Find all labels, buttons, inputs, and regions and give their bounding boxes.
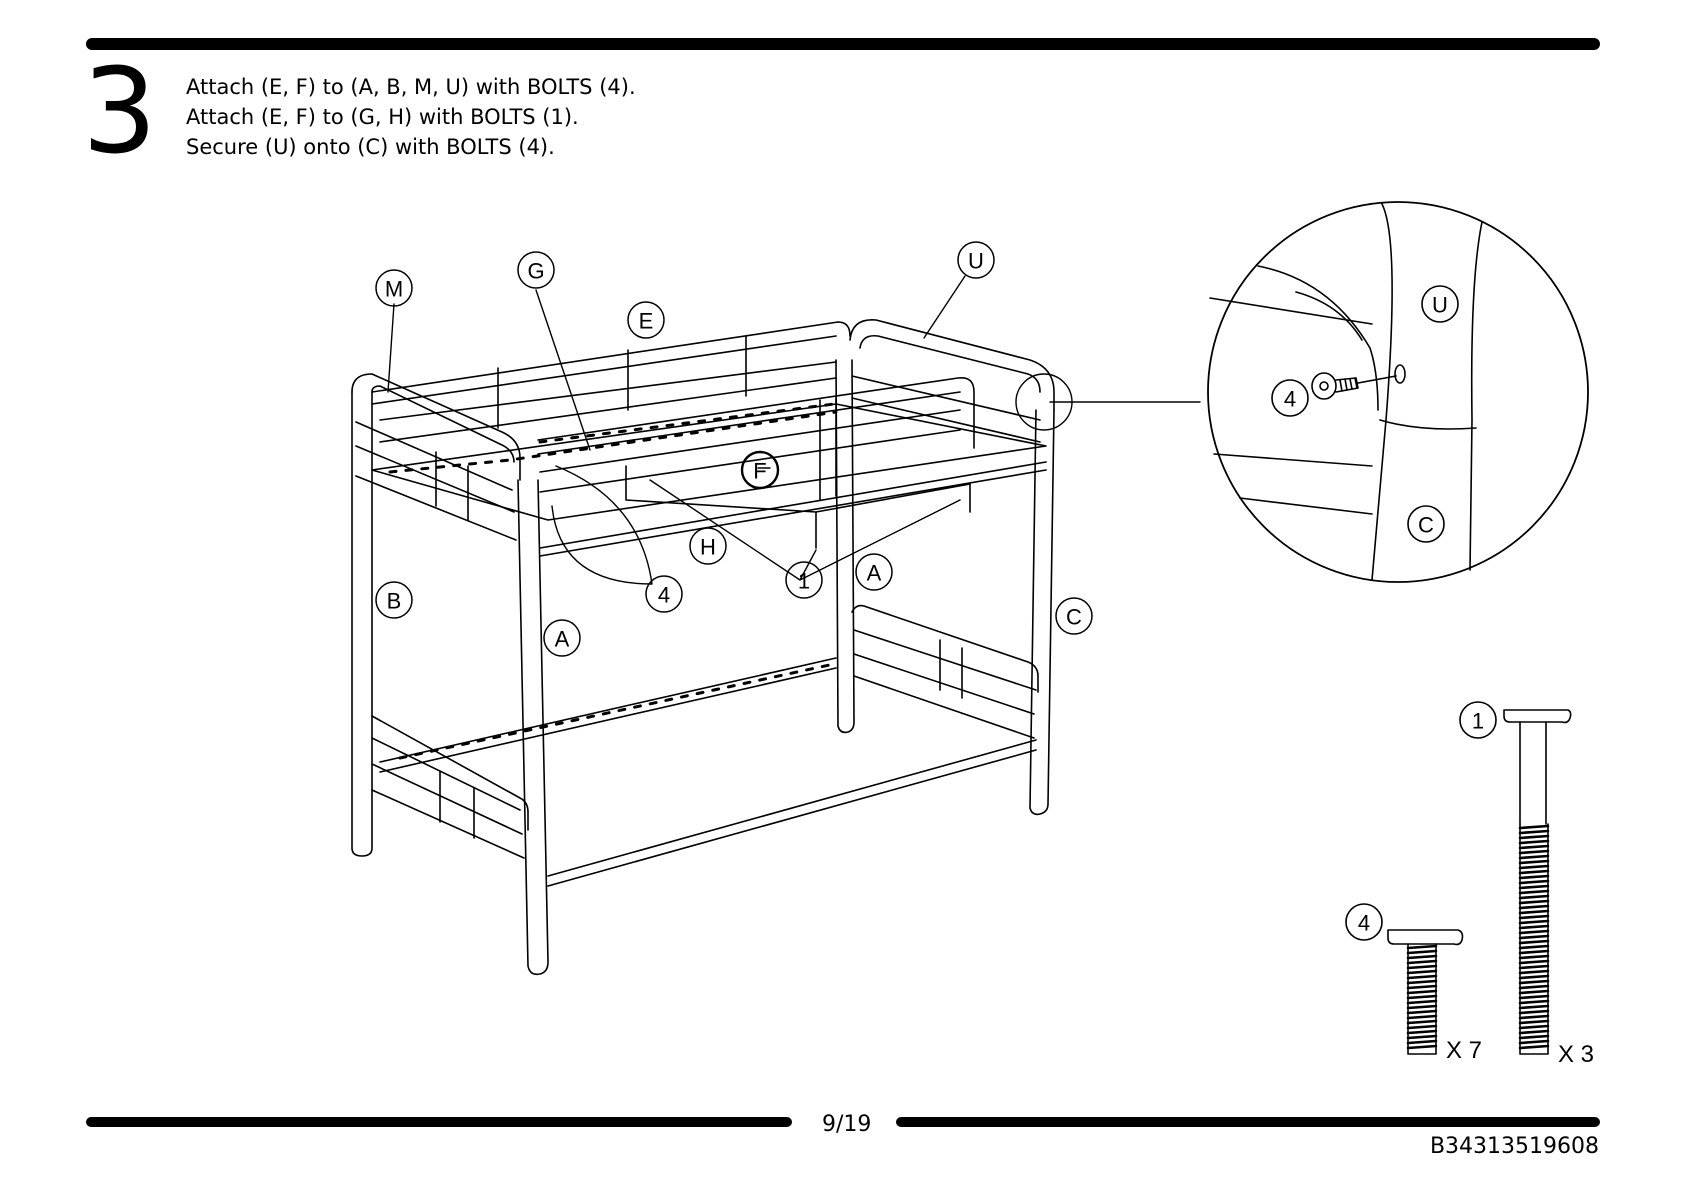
guard-rail-F-top2 — [538, 392, 960, 454]
leg-B-front — [352, 392, 372, 856]
bunk-bed-frame — [352, 320, 1054, 975]
guard-rail-E-top — [372, 322, 850, 392]
top-slats-row-2 — [540, 404, 834, 442]
page-number: 9/19 — [822, 1112, 871, 1137]
bolt-head-detail — [1312, 373, 1336, 399]
bottom-side-rail-front-lower — [548, 750, 1036, 886]
detail-post-edge-2 — [1470, 222, 1482, 570]
hardware-bolt-1 — [1460, 702, 1571, 1054]
headboard-front-top-inner — [372, 386, 514, 462]
bolt-hole-detail — [1395, 365, 1405, 383]
bolt-socket-detail — [1320, 382, 1328, 390]
label-G: G — [527, 259, 544, 284]
detail-label-C: C — [1418, 513, 1434, 538]
label-U: U — [968, 249, 984, 274]
leader-G — [536, 290, 590, 450]
label-C: C — [1066, 605, 1082, 630]
detail-circle — [1208, 202, 1588, 582]
center-support — [626, 466, 970, 512]
hardware-label-4: 4 — [1358, 911, 1370, 936]
bolt-4-head — [1388, 930, 1463, 945]
detail-rail-top — [1210, 298, 1372, 324]
leg-A-far — [836, 360, 854, 732]
bolt-4-threads — [1408, 946, 1436, 1048]
detail-rail-mid — [1214, 454, 1372, 466]
document-code: B34313519608 — [1430, 1134, 1599, 1159]
label-A-far: A — [867, 561, 882, 586]
headboard-back-top-outer — [850, 320, 1054, 410]
bolt-1-shank — [1520, 722, 1546, 824]
headboard-back-rail-2 — [852, 398, 1040, 442]
hardware-label-1: 1 — [1472, 709, 1484, 734]
footer-divider-right — [896, 1117, 1600, 1127]
label-F: F — [753, 459, 766, 484]
top-deck-outline — [372, 404, 1046, 520]
bolt-1-head — [1504, 710, 1571, 723]
footer-divider-left — [86, 1117, 792, 1127]
detail-rail-low — [1240, 498, 1372, 514]
bottom-headboard-back-rail-1 — [854, 630, 1036, 690]
bottom-headboard-back-top — [852, 606, 1038, 692]
bolt-1-threads — [1520, 826, 1548, 1048]
bottom-headboard-back-rail-3 — [854, 676, 1034, 738]
leader-U — [924, 276, 965, 338]
detail-magnifier — [1208, 202, 1588, 582]
top-slats-row — [390, 412, 836, 472]
detail-label-bolt-4: 4 — [1284, 387, 1296, 412]
detail-joint — [1380, 420, 1476, 429]
guard-rail-F-low — [540, 430, 960, 492]
bottom-side-rail-front — [548, 740, 1036, 876]
hardware-qty-4: X 7 — [1446, 1037, 1482, 1064]
label-A-near: A — [555, 627, 570, 652]
label-bolt-4: 4 — [658, 583, 670, 608]
bottom-slats-row — [400, 664, 834, 758]
bottom-side-rail-back-lower — [380, 668, 836, 772]
label-H: H — [700, 535, 716, 560]
leader-4 — [552, 466, 652, 584]
callout-circles — [376, 242, 1092, 656]
bottom-headboard-back-rail-2 — [854, 654, 1034, 714]
label-M: M — [385, 277, 403, 302]
guard-rail-F-mid — [540, 410, 960, 472]
label-bolt-1: 1 — [798, 569, 810, 594]
hardware-qty-1: X 3 — [1558, 1041, 1594, 1068]
label-E: E — [639, 309, 654, 334]
leader-M — [388, 304, 394, 392]
detail-label-U: U — [1432, 293, 1448, 318]
detail-post-edge-1 — [1372, 204, 1392, 580]
guard-rail-E-top2 — [372, 336, 836, 404]
label-B: B — [387, 589, 402, 614]
